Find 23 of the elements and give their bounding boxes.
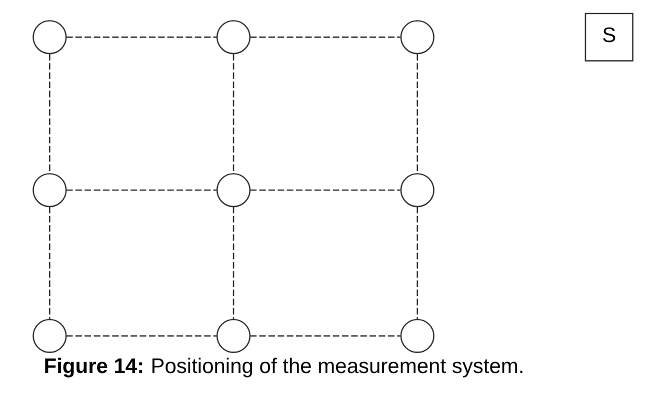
node-circle bbox=[32, 20, 67, 54]
connector bbox=[66, 335, 217, 337]
connector bbox=[416, 54, 418, 174]
node-circle bbox=[400, 318, 434, 353]
connector bbox=[49, 206, 50, 320]
connector bbox=[66, 190, 217, 191]
node-circle bbox=[216, 173, 251, 208]
caption: Figure 14: Positioning of the measurement system. bbox=[44, 355, 524, 378]
connector bbox=[232, 54, 234, 174]
connector bbox=[250, 36, 400, 38]
node-box: S bbox=[584, 12, 634, 62]
node-circle bbox=[400, 173, 434, 208]
connector bbox=[66, 36, 217, 38]
connector bbox=[416, 206, 418, 320]
connector bbox=[49, 54, 50, 174]
connector bbox=[250, 335, 400, 337]
node-circle bbox=[400, 20, 434, 54]
node-circle bbox=[32, 318, 67, 353]
node-circle bbox=[216, 20, 251, 54]
node-circle bbox=[32, 173, 67, 208]
connector bbox=[250, 190, 400, 191]
connector bbox=[232, 206, 234, 320]
node-circle bbox=[216, 318, 251, 353]
